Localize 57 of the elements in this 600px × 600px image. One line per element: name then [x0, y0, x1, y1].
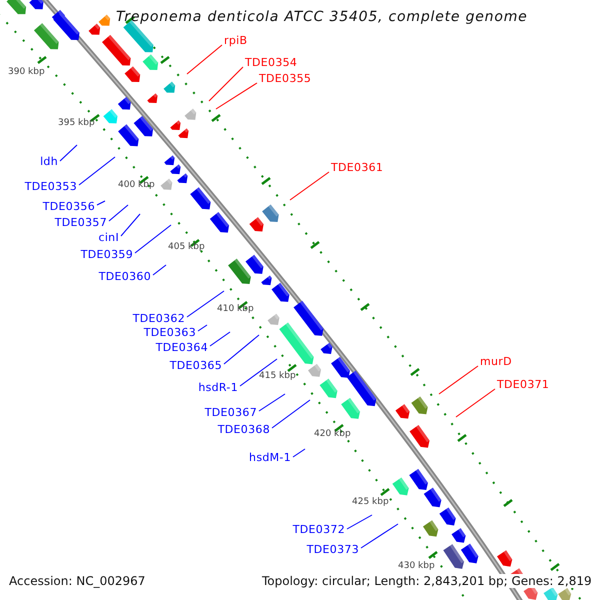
gene-label: TDE0360 [98, 270, 151, 283]
gene-label: murD [480, 355, 512, 368]
leader-line [208, 66, 244, 102]
leader-line [216, 82, 258, 110]
scale-label: 415 kbp [259, 371, 296, 382]
gene-label: TDE0362 [132, 312, 185, 325]
leader-line [360, 524, 398, 548]
scale-label: 405 kbp [168, 242, 205, 253]
leader-line [60, 144, 78, 162]
scale-label: 395 kbp [58, 118, 95, 129]
gene-label: hsdM-1 [249, 451, 291, 464]
gene-label: TDE0355 [259, 72, 312, 85]
gene-label: TDE0354 [245, 56, 298, 69]
gene-label: TDE0365 [170, 359, 222, 372]
gene-label: TDE0353 [24, 180, 77, 193]
leader-line [290, 172, 330, 200]
leader-line [198, 324, 208, 332]
footer-text: Accession: NC_002967 [9, 574, 146, 588]
gene-label: TDE0357 [54, 216, 107, 229]
gene-label: TDE0363 [144, 326, 196, 339]
gene-label: TDE0356 [42, 200, 95, 213]
scale-label: 420 kbp [314, 429, 351, 440]
leader-line [186, 44, 222, 74]
scale-label: 425 kbp [352, 497, 389, 508]
leader-line [346, 514, 372, 530]
gene-label: cinI [98, 231, 119, 244]
scale-label: 410 kbp [217, 304, 254, 315]
scale-label: 390 kbp [8, 67, 45, 78]
leader-line [456, 388, 496, 418]
gene-label: rpiB [224, 34, 248, 47]
leader-line [108, 204, 128, 222]
leader-line [272, 400, 310, 428]
gene-label: ldh [40, 155, 58, 168]
scale-label: 400 kbp [118, 180, 155, 191]
leader-line [292, 448, 306, 458]
leader-line [210, 332, 230, 346]
leader-line [78, 156, 116, 186]
gene-label: TDE0367 [204, 406, 257, 419]
gene-label: TDE0359 [80, 248, 133, 261]
gene-label: TDE0368 [218, 423, 270, 436]
leader-line [134, 224, 172, 254]
leader-line [152, 264, 166, 276]
gene-label: TDE0372 [292, 523, 345, 536]
leader-line [96, 200, 106, 206]
leader-line [258, 394, 286, 412]
leader-line [240, 358, 278, 386]
gene-label: TDE0371 [497, 378, 550, 391]
gene-label: TDE0373 [306, 543, 359, 556]
gene-label: TDE0364 [156, 341, 208, 354]
gene-label: hsdR-1 [198, 381, 238, 394]
leader-line [186, 290, 224, 318]
leader-line [438, 366, 478, 394]
scale-label: 430 kbp [398, 561, 435, 572]
gene-label: TDE0361 [331, 161, 384, 174]
leader-line [120, 214, 140, 236]
leader-line [224, 334, 260, 364]
title: Treponema denticola ATCC 35405, complete genome [116, 9, 528, 25]
